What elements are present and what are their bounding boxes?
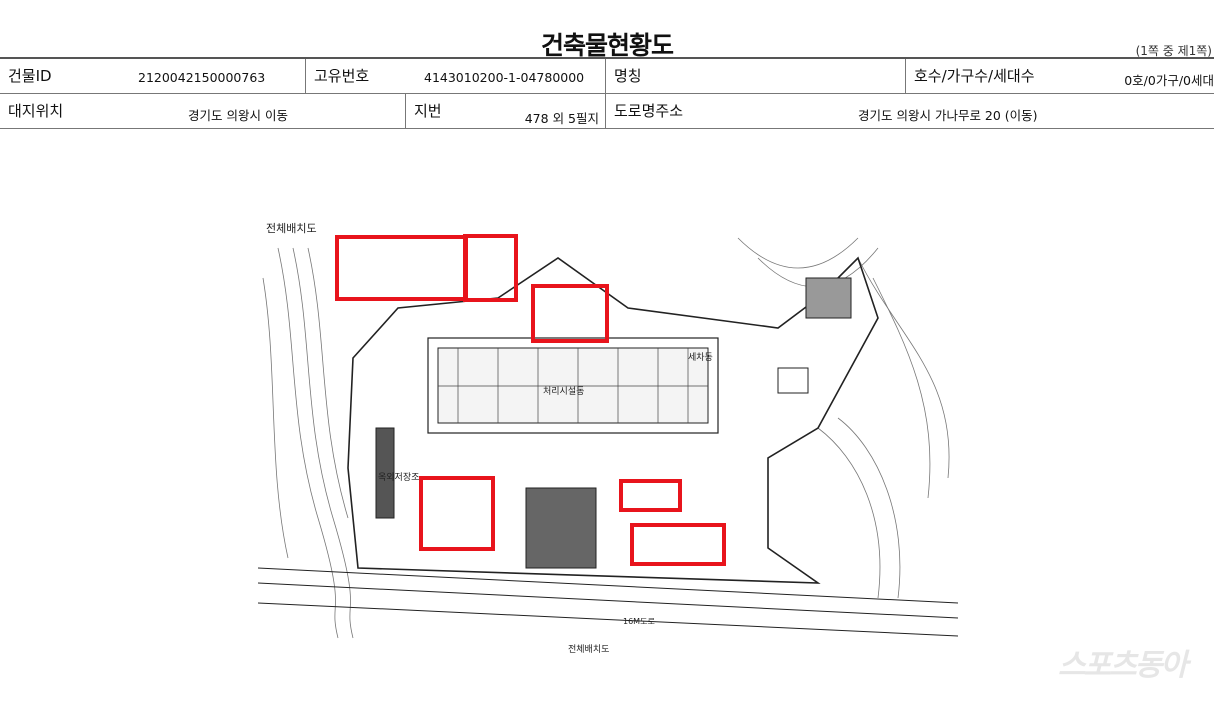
document-title: 건축물현황도 <box>540 31 674 60</box>
table-row: 건물ID 2120042150000763 고유번호 4143010200-1-… <box>0 59 1214 94</box>
building-info-table: 건물ID 2120042150000763 고유번호 4143010200-1-… <box>0 57 1214 129</box>
road-address-label: 도로명주소 <box>614 102 684 120</box>
highlight-box <box>630 523 726 566</box>
watermark-logo: 스포츠동아 <box>1058 648 1188 683</box>
site-plan-drawing: 전체배치도 처리시설동 세차동 옥외저장조 16M도로 전체배치도 <box>258 222 958 655</box>
storage-label: 옥외저장조 <box>378 471 419 483</box>
units-label: 호수/가구수/세대수 <box>914 67 1035 85</box>
site-cell: 대지위치 경기도 의왕시 이동 <box>0 94 406 128</box>
unique-no-label: 고유번호 <box>314 67 370 85</box>
highlight-box <box>463 234 518 302</box>
lot-cell: 지번 478 외 5필지 <box>406 94 606 128</box>
building-id-value: 2120042150000763 <box>138 70 266 85</box>
building-id-label: 건물ID <box>8 67 52 85</box>
drawing-bottom-title: 전체배치도 <box>568 643 609 655</box>
units-cell: 호수/가구수/세대수 0호/0가구/0세대 <box>906 59 1214 93</box>
highlight-box <box>335 235 468 301</box>
site-label: 대지위치 <box>8 102 64 120</box>
name-cell: 명칭 <box>606 59 906 93</box>
road-address-value: 경기도 의왕시 가나무로 20 (이동) <box>858 108 1038 123</box>
units-value: 0호/0가구/0세대 <box>1124 73 1214 88</box>
road-label: 16M도로 <box>623 617 655 626</box>
treatment-building-label: 처리시설동 <box>543 385 584 397</box>
highlight-boxes <box>335 234 726 566</box>
road-address-cell: 도로명주소 경기도 의왕시 가나무로 20 (이동) <box>606 94 1214 128</box>
unique-no-value: 4143010200-1-04780000 <box>424 70 585 85</box>
name-label: 명칭 <box>614 67 642 85</box>
site-value: 경기도 의왕시 이동 <box>188 108 288 123</box>
unique-no-cell: 고유번호 4143010200-1-04780000 <box>306 59 606 93</box>
site-boundary <box>258 256 958 637</box>
lot-label: 지번 <box>414 102 442 120</box>
lot-value: 478 외 5필지 <box>524 111 599 126</box>
highlight-box <box>619 479 682 512</box>
building-id-cell: 건물ID 2120042150000763 <box>0 59 306 93</box>
table-row: 대지위치 경기도 의왕시 이동 지번 478 외 5필지 도로명주소 경기도 의… <box>0 94 1214 129</box>
page-info: (1쪽 중 제1쪽) <box>1135 44 1212 58</box>
grid-lines <box>438 348 708 423</box>
contour-lines <box>262 237 950 639</box>
drawing-title: 전체배치도 <box>266 222 317 235</box>
wash-building-label: 세차동 <box>688 351 713 363</box>
highlight-box <box>531 284 609 343</box>
highlight-box <box>419 476 495 551</box>
